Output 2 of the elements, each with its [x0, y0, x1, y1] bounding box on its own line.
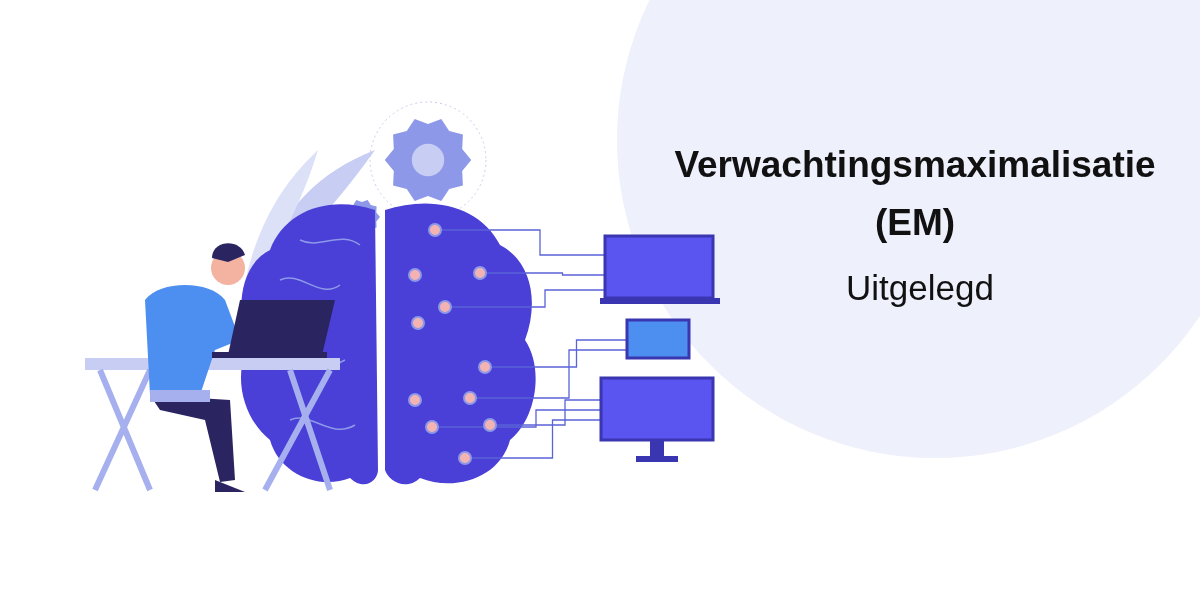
subtitle: Uitgelegd [845, 268, 995, 308]
title: Verwachtingsmaximalisatie (EM) [673, 143, 1157, 245]
